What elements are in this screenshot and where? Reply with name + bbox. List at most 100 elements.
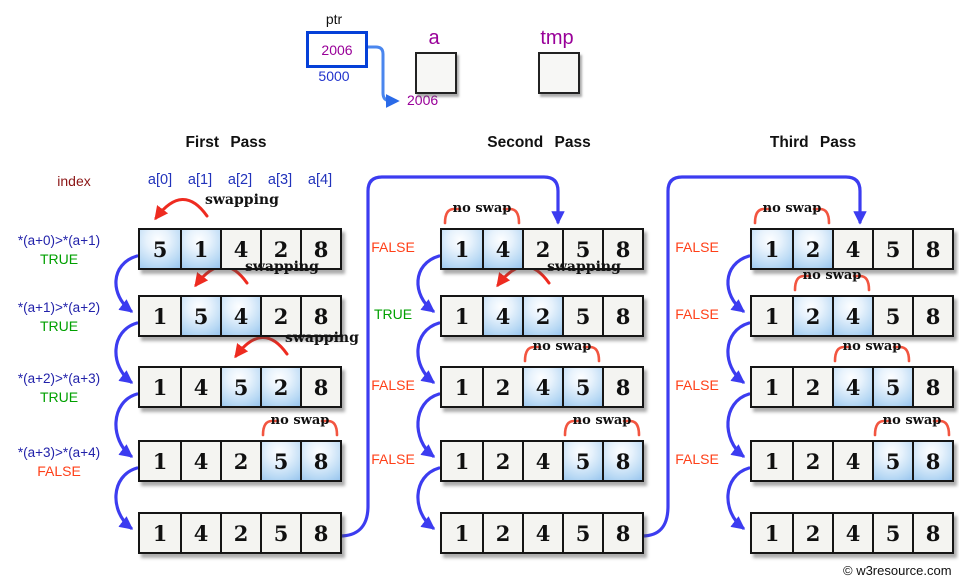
array-cell: 8	[912, 368, 952, 406]
var-tmp-label: tmp	[540, 27, 574, 49]
array-cell: 8	[912, 297, 952, 335]
row-connector-arrow	[114, 392, 139, 458]
array-cell: 5	[872, 230, 912, 268]
array-cell: 2	[522, 297, 562, 335]
condition-label: *(a+3)>*(a+4)	[17, 445, 101, 460]
no-swap-label: no swap	[802, 268, 862, 283]
array-cell: 4	[482, 297, 522, 335]
array-cell: 5	[220, 368, 260, 406]
pass-title: Third Pass	[769, 134, 857, 151]
array-cell: 4	[832, 368, 872, 406]
array-cell: 2	[482, 514, 522, 552]
row-connector-arrow	[416, 321, 441, 384]
array-cell: 1	[752, 514, 792, 552]
watermark: © w3resource.com	[843, 563, 952, 578]
array-cell: 5	[562, 230, 602, 268]
array-cell: 1	[442, 514, 482, 552]
result-label: FALSE	[371, 451, 415, 467]
array-cell: 4	[180, 442, 220, 480]
swapping-label: swapping	[205, 192, 279, 208]
array-cell: 5	[140, 230, 180, 268]
no-swap-label: no swap	[842, 339, 902, 354]
array-cell: 8	[602, 368, 642, 406]
array-cell: 2	[792, 514, 832, 552]
result-label: FALSE	[675, 306, 719, 322]
condition-result-label: *(a+0)>*(a+1)TRUE	[0, 232, 118, 268]
swapping-label: swapping	[285, 330, 359, 346]
no-swap-label: no swap	[452, 201, 512, 216]
array-cell: 2	[482, 442, 522, 480]
array-cell: 2	[260, 297, 300, 335]
result-label: TRUE	[39, 251, 79, 267]
array-cell: 2	[260, 230, 300, 268]
var-a-label: a	[428, 27, 440, 49]
array-index-header: a[3]	[267, 172, 293, 188]
array-cell: 8	[912, 230, 952, 268]
array-cell: 4	[832, 514, 872, 552]
row-connector-arrow	[114, 254, 139, 313]
array-cell: 8	[300, 368, 340, 406]
pointer-name-label: ptr	[325, 11, 343, 27]
array-cell: 5	[872, 442, 912, 480]
no-swap-label: no swap	[270, 413, 330, 428]
result-label: FALSE	[371, 239, 415, 255]
array-cell: 8	[602, 230, 642, 268]
pass-title: Second Pass	[487, 134, 591, 151]
row-connector-arrow	[416, 254, 441, 313]
pointer-value: 2006	[321, 41, 353, 58]
array-cell: 4	[832, 230, 872, 268]
row-connector-arrow	[114, 466, 139, 530]
array-cell: 5	[562, 442, 602, 480]
condition-label: *(a+2)>*(a+3)	[17, 371, 101, 386]
array-cell: 5	[562, 514, 602, 552]
array-cell: 5	[872, 368, 912, 406]
no-swap-label: no swap	[572, 413, 632, 428]
var-a-box	[415, 52, 457, 94]
no-swap-label: no swap	[532, 339, 592, 354]
array-index-header: a[1]	[187, 172, 213, 188]
array-cell: 8	[300, 297, 340, 335]
array-cell: 4	[220, 297, 260, 335]
array-cell: 5	[260, 514, 300, 552]
array-cell: 8	[300, 230, 340, 268]
array-cell: 8	[602, 514, 642, 552]
array-cell: 4	[522, 442, 562, 480]
array-index-header: a[0]	[147, 172, 173, 188]
row-connector-arrow	[726, 254, 751, 313]
row-connector-arrow	[726, 466, 751, 530]
array-cell: 5	[562, 297, 602, 335]
array-cell: 4	[180, 514, 220, 552]
array-cell: 1	[442, 297, 482, 335]
array-cell: 8	[602, 297, 642, 335]
array-cell: 1	[140, 514, 180, 552]
array-cell: 1	[752, 297, 792, 335]
row-connector-arrow	[416, 392, 441, 458]
result-label: TRUE	[39, 389, 79, 405]
no-swap-label: no swap	[882, 413, 942, 428]
array-cell: 1	[140, 297, 180, 335]
pass-title: First Pass	[185, 134, 267, 151]
array-cell: 5	[180, 297, 220, 335]
array-cell: 2	[260, 368, 300, 406]
result-label: FALSE	[371, 377, 415, 393]
result-label: FALSE	[675, 377, 719, 393]
array-cell: 8	[912, 442, 952, 480]
array-cell: 4	[832, 442, 872, 480]
pointer-box: 2006	[306, 31, 368, 68]
array-cell: 1	[140, 442, 180, 480]
pointer-target-value: 2006	[407, 92, 439, 108]
array-cell: 8	[300, 514, 340, 552]
